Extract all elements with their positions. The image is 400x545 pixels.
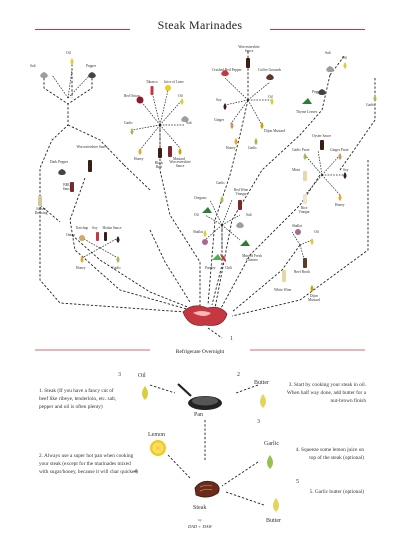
label-honey-ll: Honey [76, 266, 86, 270]
step-1-text: 1. Steak (If you have a fancy cut of bee… [39, 388, 117, 411]
label-rice-vinegar: Rice Vinegar [298, 206, 310, 214]
step-3-text: 3. Start by cooking your steak in oil. W… [286, 382, 366, 405]
label-mirin: Mirin [292, 168, 301, 172]
label-coffee-grounds: Coffee Grounds [258, 68, 281, 72]
label-honey-trc: Honey [226, 146, 236, 150]
label-oil-tc: Oil [178, 94, 183, 98]
label-oil-c: Oil [194, 213, 199, 217]
label-soy-ll: Soy [92, 226, 98, 230]
node-butter: Butter [254, 380, 269, 386]
label-ketchup: Ketchup [76, 226, 89, 230]
step-number-1: 1 [230, 336, 233, 342]
label-worcestershire-cl: Worcestershire Sauce [76, 145, 108, 149]
label-salt-c: Salt [246, 213, 252, 217]
label-minced-fresh-cilantro: Minced Fresh Cilantro [242, 254, 262, 262]
label-juice-of-lime: Juice of Lime [164, 80, 184, 84]
title-rule-left [35, 29, 130, 30]
label-worcestershire-trc: Worcestershire Sauce [238, 45, 260, 53]
label-chili: Chili [225, 266, 233, 270]
node-steak: Steak [193, 505, 207, 511]
credit-names: DAD + DAW [187, 524, 213, 529]
label-oregano: Oregano [194, 196, 207, 200]
label-garlic-trc: Garlic [248, 146, 257, 150]
step-5-text: 5. Garlic butter (optional) [309, 489, 364, 495]
label-black-beer: Black Beer [154, 161, 164, 169]
label-crushed-red-pepper: Crushed Red Pepper [212, 68, 242, 72]
credit-by: by [198, 518, 202, 522]
label-pepper-tl: Pepper [86, 64, 96, 68]
label-ginger-paste: Ginger Paste [330, 148, 349, 152]
step-number-5: 5 [296, 479, 299, 485]
label-thyme-leaves: Thyme Leaves [296, 110, 318, 114]
label-garlic-c: Garlic [216, 181, 225, 185]
node-garlic: Garlic [264, 441, 279, 447]
label-oyster-sauce: Oyster Sauce [312, 134, 332, 138]
step-number-2: 2 [237, 372, 240, 378]
label-tabasco: Tabasco [146, 80, 158, 84]
label-garlic-tr: Garlic [366, 103, 375, 107]
label-shallot-c: Shallot [193, 230, 204, 234]
label-honey-tc: Honey [134, 157, 144, 161]
step-number-4: 4 [134, 469, 137, 475]
title-rule-right [270, 29, 365, 30]
label-white-wine: White Wine [274, 288, 292, 292]
label-soy-trc: Soy [216, 98, 222, 102]
step-number-3-right: 3 [257, 419, 260, 425]
label-mustard: Mustard [173, 157, 185, 161]
label-garlic-ll: Garlic [112, 266, 121, 270]
label-dijon-mustard-trc: Dijon Mustard [264, 129, 286, 133]
step-number-3-left: 3 [118, 372, 121, 378]
node-pan: Pan [194, 412, 203, 418]
label-bbq-sauce: BBQ Sauce [62, 183, 72, 191]
label-worcestershire-tc: Worcestershire Sauce [169, 160, 191, 168]
label-oil-rl: Oil [314, 230, 319, 234]
label-garlic-paste: Garlic Paste [292, 148, 310, 152]
label-beef-broth: Beef Broth [294, 270, 310, 274]
step-4-text: 4. Squeeze some lemon juice on top of th… [295, 447, 364, 462]
label-honey-rm: Honey [335, 203, 345, 207]
label-salt-tc: Salt [186, 121, 192, 125]
label-parsley: Parsley [205, 266, 216, 270]
label-oil-tl: Oil [66, 51, 71, 55]
page-title: Steak Marinades [157, 18, 243, 32]
label-hoisin-sauce: Hoisin Sauce [102, 226, 122, 230]
node-oil: Oil [138, 373, 146, 379]
label-onion: Onion [66, 233, 75, 237]
label-shallot-rl: Shallot [292, 224, 303, 228]
node-lemon: Lemon [148, 432, 165, 438]
label-dark-pepper: Dark Pepper [50, 160, 69, 164]
label-italian-dressing: Italian Dressing [34, 207, 48, 215]
section-label: Refrigerate Overnight [175, 349, 225, 355]
label-ginger: Ginger [214, 118, 224, 122]
label-pepper-tr: Pepper [312, 90, 322, 94]
label-oil-trc: Oil [268, 95, 273, 99]
node-butter-2: Butter [266, 518, 281, 524]
label-oil-tr: Oil [342, 56, 347, 60]
label-soy-rm: Soy [343, 168, 349, 172]
label-red-onion: Red Onion [124, 94, 140, 98]
label-garlic-tc: Garlic [124, 121, 133, 125]
label-salt-tr: Salt [325, 51, 331, 55]
step-2-text: 2. Always use a super hot pan when cooki… [39, 453, 138, 476]
label-salt-tl: Salt [30, 64, 36, 68]
label-red-wine-vinegar: Red Wine Vinegar [233, 188, 249, 196]
label-dijon-mustard-rl: Dijon Mustard [308, 294, 320, 302]
